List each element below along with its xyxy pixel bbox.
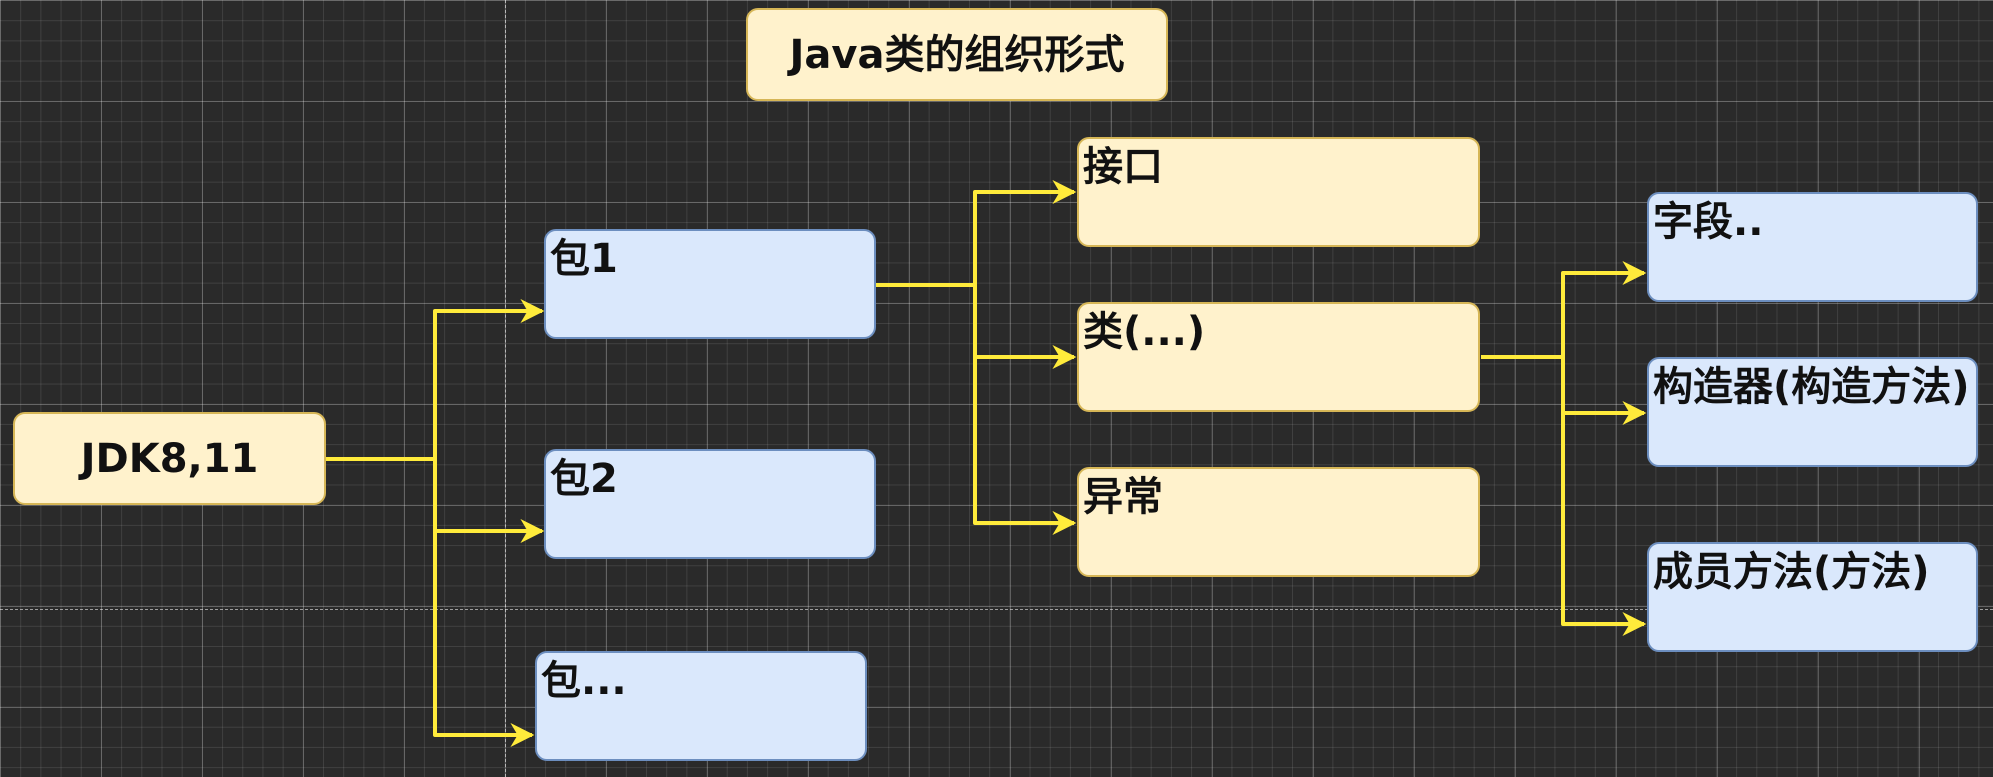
class-member-node-field: 字段.. <box>1647 192 1978 302</box>
class-member-label: 构造器(构造方法) <box>1653 364 1970 410</box>
package-node-2: 包2 <box>544 449 876 559</box>
package-node-more: 包... <box>535 651 867 761</box>
root-node-label: JDK8,11 <box>80 435 259 482</box>
root-node-jdk: JDK8,11 <box>13 412 326 505</box>
package-node-label: 包... <box>541 658 627 704</box>
diagram-title: Java类的组织形式 <box>746 8 1168 101</box>
class-member-node-method: 成员方法(方法) <box>1647 542 1978 652</box>
edge-class-method <box>1481 355 1647 636</box>
package-node-label: 包1 <box>550 236 618 282</box>
edge-package1-interface <box>876 180 1077 287</box>
member-node-class: 类(...) <box>1077 302 1480 412</box>
edge-root-package-1 <box>325 299 545 461</box>
diagram-title-text: Java类的组织形式 <box>789 31 1125 78</box>
member-node-label: 异常 <box>1083 474 1163 520</box>
edge-root-package-3 <box>325 457 535 747</box>
member-node-interface: 接口 <box>1077 137 1480 247</box>
package-node-1: 包1 <box>544 229 876 339</box>
package-node-label: 包2 <box>550 456 618 502</box>
class-member-label: 字段.. <box>1653 199 1764 245</box>
edge-class-field <box>1481 261 1647 359</box>
member-node-label: 类(...) <box>1083 309 1206 355</box>
member-node-label: 接口 <box>1083 144 1163 190</box>
vertical-guide-line <box>505 0 506 777</box>
horizontal-guide-line <box>0 609 1993 610</box>
member-node-exception: 异常 <box>1077 467 1480 577</box>
edge-package1-exception <box>876 283 1077 535</box>
class-member-label: 成员方法(方法) <box>1653 549 1930 595</box>
class-member-node-constructor: 构造器(构造方法) <box>1647 357 1978 467</box>
